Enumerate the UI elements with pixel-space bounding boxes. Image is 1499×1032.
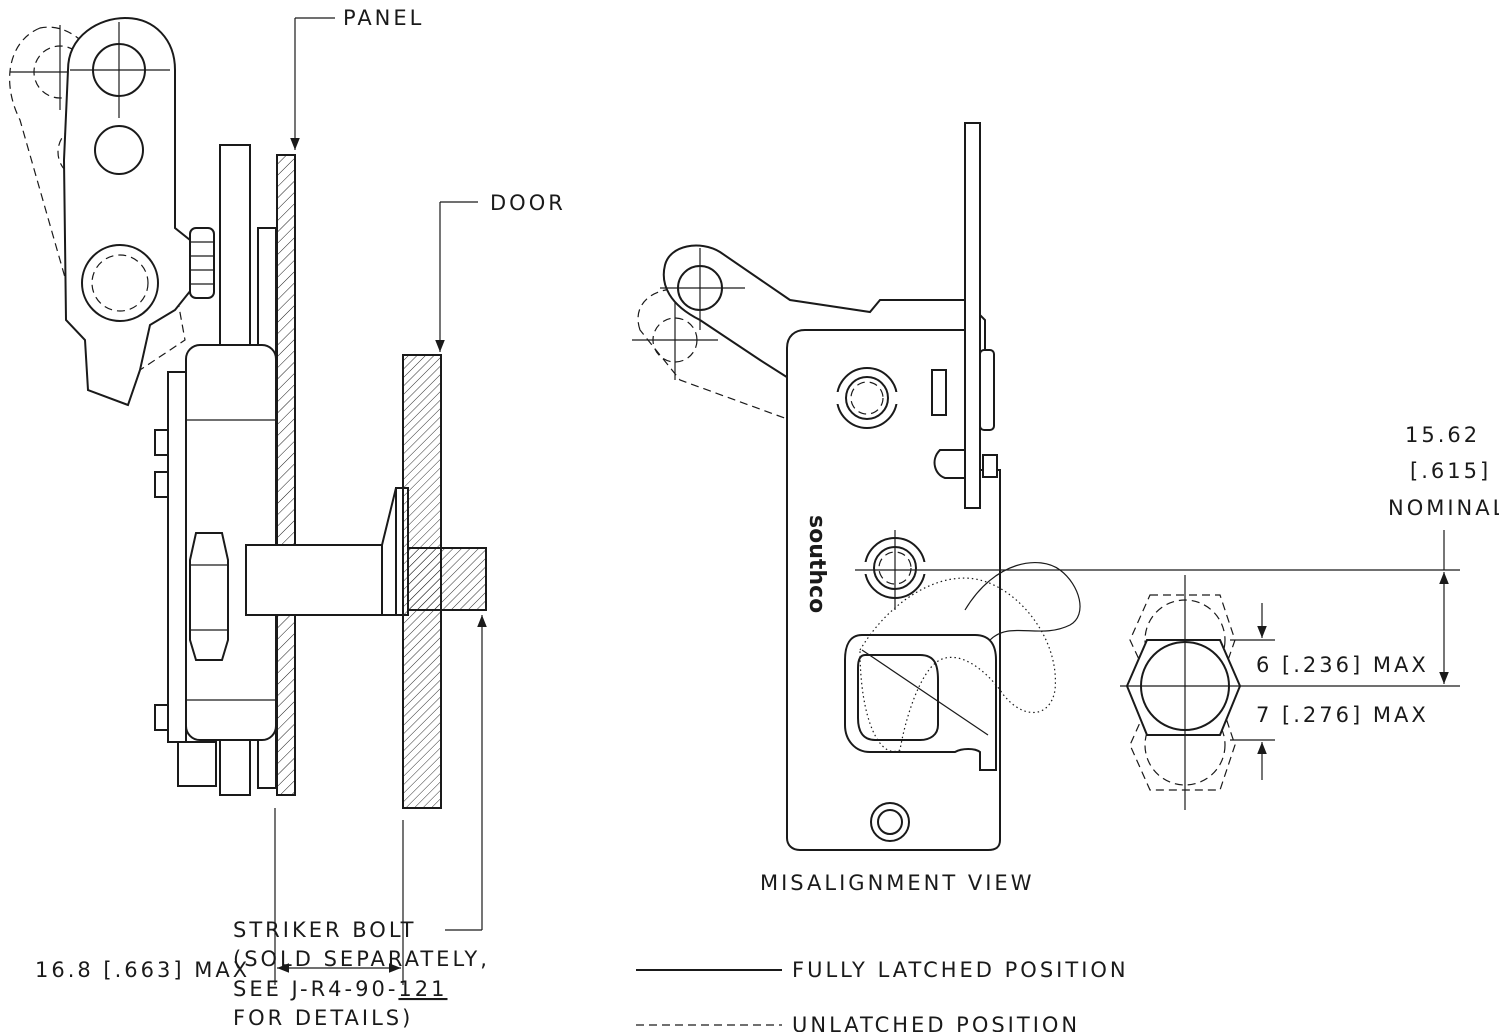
striker-label-line3: SEE J-R4-90-121 bbox=[233, 977, 448, 1001]
dim-left-label: 16.8 [.663] MAX bbox=[35, 958, 250, 982]
legend-latched-label: FULLY LATCHED POSITION bbox=[792, 958, 1129, 982]
striker-label-line1: STRIKER BOLT bbox=[233, 918, 416, 942]
striker-label-line4: FOR DETAILS) bbox=[233, 1006, 413, 1030]
dim-up-label: 6 [.236] MAX bbox=[1256, 653, 1429, 677]
door-section bbox=[402, 354, 442, 809]
misalignment-view bbox=[632, 122, 1460, 851]
panel-section bbox=[276, 154, 296, 796]
panel-label: PANEL bbox=[343, 6, 424, 30]
dim-top-inch: [.615] bbox=[1410, 459, 1491, 483]
door-label: DOOR bbox=[490, 191, 566, 215]
misalignment-view-label: MISALIGNMENT VIEW bbox=[760, 871, 1034, 895]
side-view bbox=[9, 16, 487, 985]
legend: FULLY LATCHED POSITION UNLATCHED POSITIO… bbox=[636, 958, 1129, 1032]
legend-unlatched-label: UNLATCHED POSITION bbox=[792, 1013, 1080, 1032]
latched-lever-outline bbox=[62, 16, 197, 407]
dim-top-note: NOMINAL bbox=[1388, 496, 1499, 520]
brand-label: southco bbox=[804, 515, 829, 613]
striker-hex-views bbox=[1120, 575, 1460, 810]
dim-top-value: 15.62 bbox=[1405, 423, 1480, 447]
dim-down-label: 7 [.276] MAX bbox=[1256, 703, 1429, 727]
striker-label-line2: (SOLD SEPARATELY, bbox=[233, 947, 490, 971]
